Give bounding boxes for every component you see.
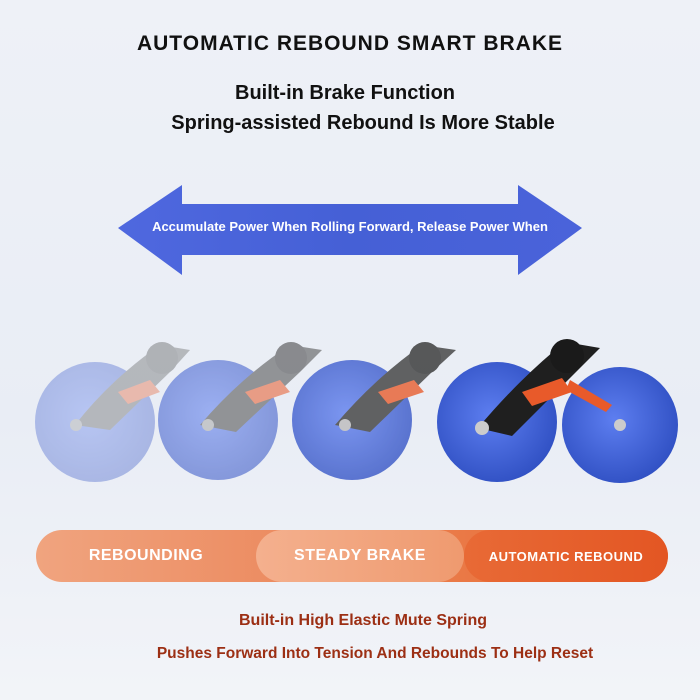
subheading-rebound: Spring-assisted Rebound Is More Stable bbox=[171, 112, 555, 134]
stage-steady-brake: STEADY BRAKE bbox=[256, 530, 464, 582]
stage-bar: REBOUNDING STEADY BRAKE AUTOMATIC REBOUN… bbox=[36, 530, 668, 582]
wheel-frame-3 bbox=[292, 342, 456, 480]
stage-rebounding: REBOUNDING bbox=[88, 547, 204, 564]
wheel-frame-2 bbox=[158, 342, 322, 480]
headline: AUTOMATIC REBOUND SMART BRAKE bbox=[136, 32, 564, 55]
arrow-shape bbox=[118, 185, 582, 275]
footer-line-1: Built-in High Elastic Mute Spring bbox=[239, 612, 487, 629]
footer-line-2: Pushes Forward Into Tension And Rebounds… bbox=[156, 645, 594, 662]
stage-automatic-rebound: AUTOMATIC REBOUND bbox=[464, 530, 668, 582]
wheel-frame-1 bbox=[35, 342, 190, 482]
arrow-label: Accumulate Power When Rolling Forward, R… bbox=[152, 219, 548, 234]
wheel-frame-4 bbox=[437, 339, 678, 483]
subheading-brake: Built-in Brake Function bbox=[235, 82, 455, 104]
wheel-sequence bbox=[35, 339, 678, 483]
